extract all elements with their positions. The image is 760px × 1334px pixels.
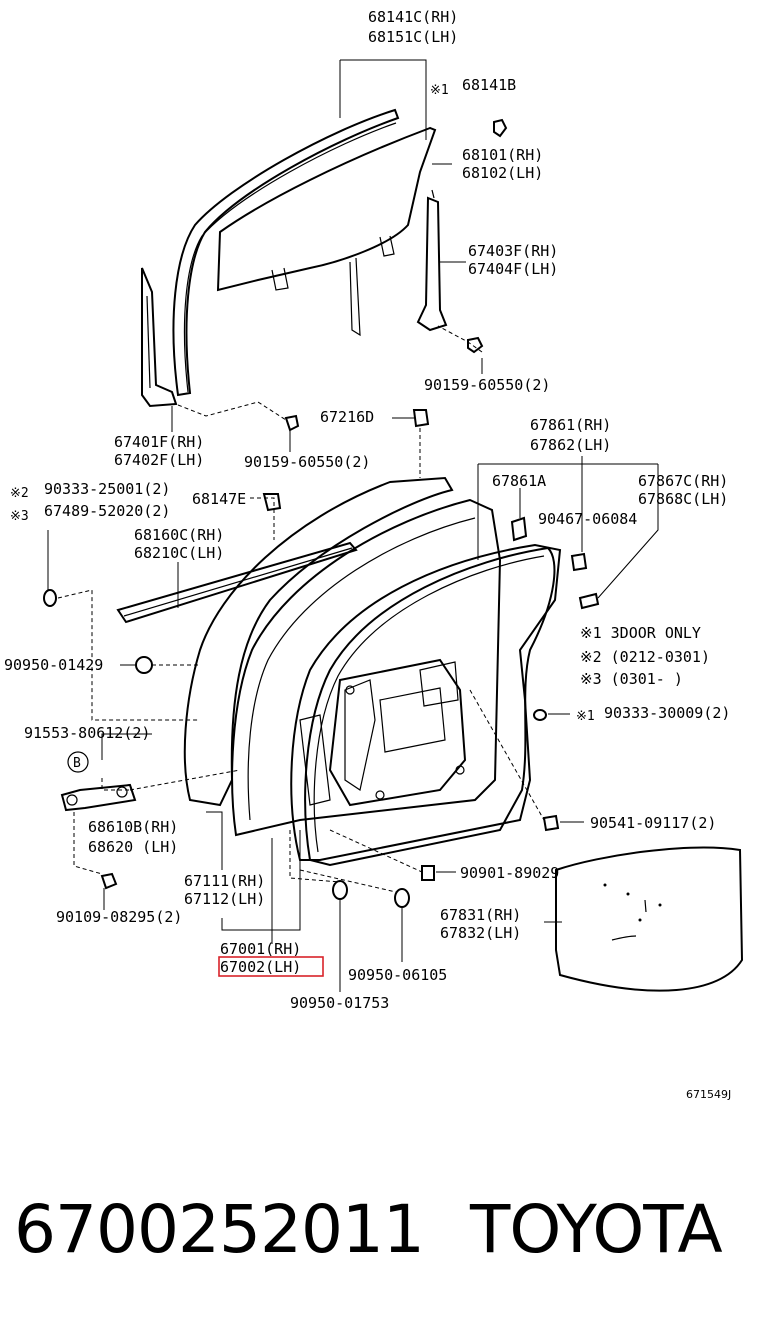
label-67112: 67112(LH)	[184, 890, 265, 908]
door-inner-panel	[290, 543, 562, 861]
note-3door-only: ※1 3DOOR ONLY	[580, 624, 701, 642]
door-glass	[216, 126, 437, 337]
front-run-channel	[141, 267, 178, 408]
label-68101: 68101(RH)	[462, 146, 543, 164]
label-90950-06105: 90950-06105	[348, 966, 447, 984]
label-68160c: 68160C(RH)	[134, 526, 224, 544]
door-weatherstrip	[304, 546, 556, 867]
label-90109: 90109-08295(2)	[56, 908, 182, 926]
nut-90541	[542, 814, 560, 832]
label-68102: 68102(LH)	[462, 164, 543, 182]
clip-90901	[421, 865, 435, 881]
label-67831: 67831(RH)	[440, 906, 521, 924]
label-67489: 67489-52020(2)	[44, 502, 170, 520]
label-67868c: 67868C(LH)	[638, 490, 728, 508]
service-hole-cover	[555, 846, 744, 992]
label-67002-highlighted: 67002(LH)	[220, 958, 301, 976]
label-68620: 68620 (LH)	[88, 838, 178, 856]
clip-67867c	[578, 592, 600, 610]
label-90333-25001: 90333-25001(2)	[44, 480, 170, 498]
label-90901: 90901-89029	[460, 864, 559, 882]
bolt-90109	[100, 872, 118, 890]
plug-90950-06105	[394, 888, 410, 908]
label-68151c: 68151C(LH)	[368, 28, 458, 46]
label-90950-01753: 90950-01753	[290, 994, 389, 1012]
label-90159-b: 90159-60550(2)	[244, 453, 370, 471]
label-68610b: 68610B(RH)	[88, 818, 178, 836]
note-marker-1: ※1	[430, 83, 449, 98]
label-67403f: 67403F(RH)	[468, 242, 558, 260]
note-marker-3: ※3	[10, 509, 29, 524]
rear-run-channel	[416, 189, 448, 332]
part-number: 6700252011	[14, 1191, 425, 1268]
door-hinge	[60, 783, 137, 812]
label-67832: 67832(LH)	[440, 924, 521, 942]
label-67862: 67862(LH)	[530, 436, 611, 454]
label-90541: 90541-09117(2)	[590, 814, 716, 832]
label-67401f: 67401F(RH)	[114, 433, 204, 451]
note-0212-0301: ※2 (0212-0301)	[580, 648, 710, 666]
label-91553: 91553-80612(2)	[24, 724, 150, 742]
door-parts-diagram: 68141C(RH) 68151C(LH) ※1 68141B 68101(RH…	[4, 8, 744, 1101]
label-90159-a: 90159-60550(2)	[424, 376, 550, 394]
label-67001: 67001(RH)	[220, 940, 301, 958]
label-67404f: 67404F(LH)	[468, 260, 558, 278]
note-marker-2: ※2	[10, 486, 29, 501]
clip-68147e	[262, 493, 282, 512]
clip-67861a	[510, 516, 528, 542]
figure-reference: 671549J	[686, 1088, 731, 1101]
label-90950-01429: 90950-01429	[4, 656, 103, 674]
belt-moulding	[116, 541, 358, 624]
label-68147e: 68147E	[192, 490, 246, 508]
plug-90333-25001	[43, 589, 57, 607]
glass-run-channel	[172, 108, 400, 397]
label-67111: 67111(RH)	[184, 872, 265, 890]
label-90333-30009: 90333-30009(2)	[604, 704, 730, 722]
label-90467: 90467-06084	[538, 510, 637, 528]
clip-68141b	[493, 118, 508, 138]
note-marker-1b: ※1	[576, 709, 595, 724]
clip-90467	[570, 552, 588, 572]
label-67861: 67861(RH)	[530, 416, 611, 434]
plug-90950-01753	[332, 880, 348, 900]
footer: 6700252011 TOYOTA	[0, 1190, 760, 1280]
window-regulator	[299, 679, 376, 806]
callout-b: B	[73, 756, 81, 771]
label-68141c: 68141C(RH)	[368, 8, 458, 26]
brand-name: TOYOTA	[470, 1191, 723, 1268]
clip-67216d	[412, 409, 430, 428]
label-68141b: 68141B	[462, 76, 516, 94]
label-67216d: 67216D	[320, 408, 374, 426]
callout-b-circle	[67, 751, 89, 773]
door-outer-panel	[183, 476, 502, 837]
label-67402f: 67402F(LH)	[114, 451, 204, 469]
grommet-90950-01429	[135, 656, 153, 674]
plug-90333-30009	[533, 709, 547, 721]
leader-lines	[47, 59, 659, 992]
note-0301: ※3 (0301- )	[580, 670, 683, 688]
label-67867c: 67867C(RH)	[638, 472, 728, 490]
bolt-90159-b	[284, 414, 300, 432]
highlight-box	[218, 956, 324, 977]
label-68210c: 68210C(LH)	[134, 544, 224, 562]
bolt-90159-a	[467, 336, 484, 354]
label-67861a: 67861A	[492, 472, 546, 490]
